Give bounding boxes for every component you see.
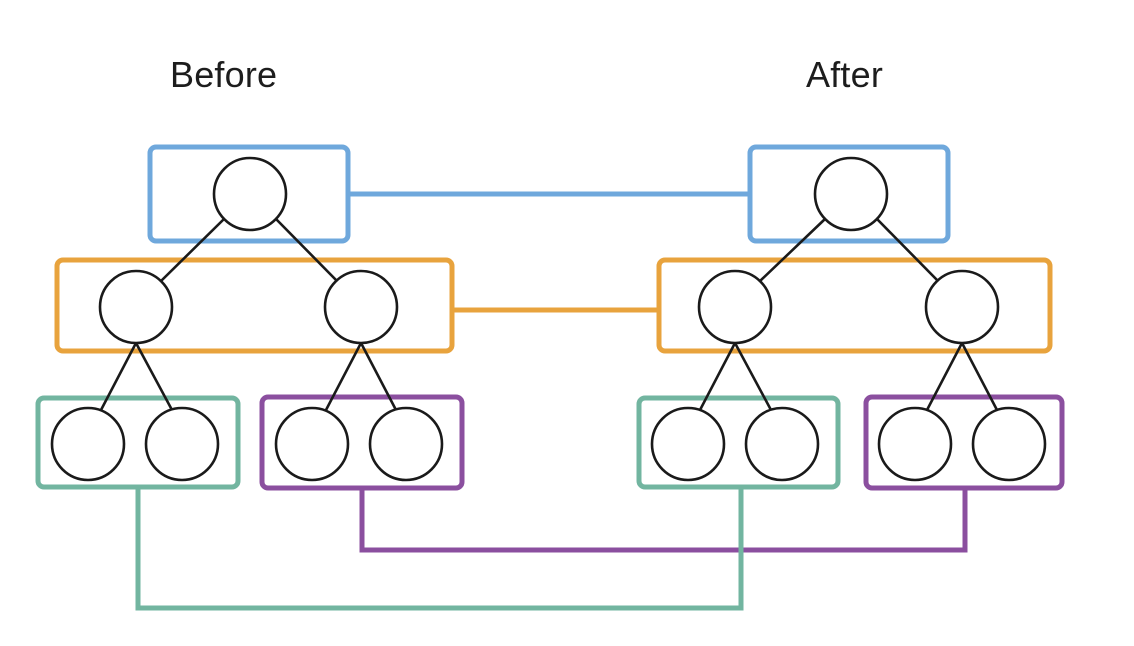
group-connectors [135, 191, 968, 611]
tree-edge-a-n2-a-n5 [925, 341, 964, 412]
tree-node-b-n4 [144, 406, 220, 482]
tree-node-b-n3 [50, 406, 126, 482]
tree-node-a-n5 [877, 406, 953, 482]
panel-title-after: After [806, 54, 884, 95]
tree-edge-b-n2-b-n6 [359, 341, 398, 412]
tree-node-b-n1 [98, 269, 174, 345]
tree-edge-a-n2-a-n6 [960, 341, 999, 412]
tree-edge-a-n0-a-n1 [757, 217, 827, 284]
tree-node-b-n2 [323, 269, 399, 345]
tree-edge-b-n0-b-n1 [158, 217, 226, 284]
connector-purple-leaf-right [359, 488, 968, 553]
tree-node-a-n2 [924, 269, 1000, 345]
tree-edge-b-n1-b-n3 [99, 341, 138, 412]
tree-edge-b-n2-b-n5 [324, 341, 363, 412]
tree-node-a-n4 [744, 406, 820, 482]
tree-node-a-n6 [971, 406, 1047, 482]
tree-edge-a-n0-a-n2 [875, 217, 941, 284]
tree-node-b-n6 [368, 406, 444, 482]
tree-edge-b-n1-b-n4 [134, 341, 174, 412]
tree-node-a-n1 [697, 269, 773, 345]
panel-title-before: Before [170, 54, 278, 95]
tree-node-b-n0 [212, 156, 288, 232]
tree-node-b-n5 [274, 406, 350, 482]
tree-edge-a-n1-a-n4 [733, 341, 773, 412]
tree-node-a-n3 [650, 406, 726, 482]
tree-edge-a-n1-a-n3 [698, 341, 737, 412]
tree-nodes [50, 156, 1047, 482]
connector-green-leaf-left [135, 487, 744, 611]
tree-node-a-n0 [813, 156, 889, 232]
tree-edge-b-n0-b-n2 [274, 217, 340, 284]
tree-edges [99, 217, 999, 412]
